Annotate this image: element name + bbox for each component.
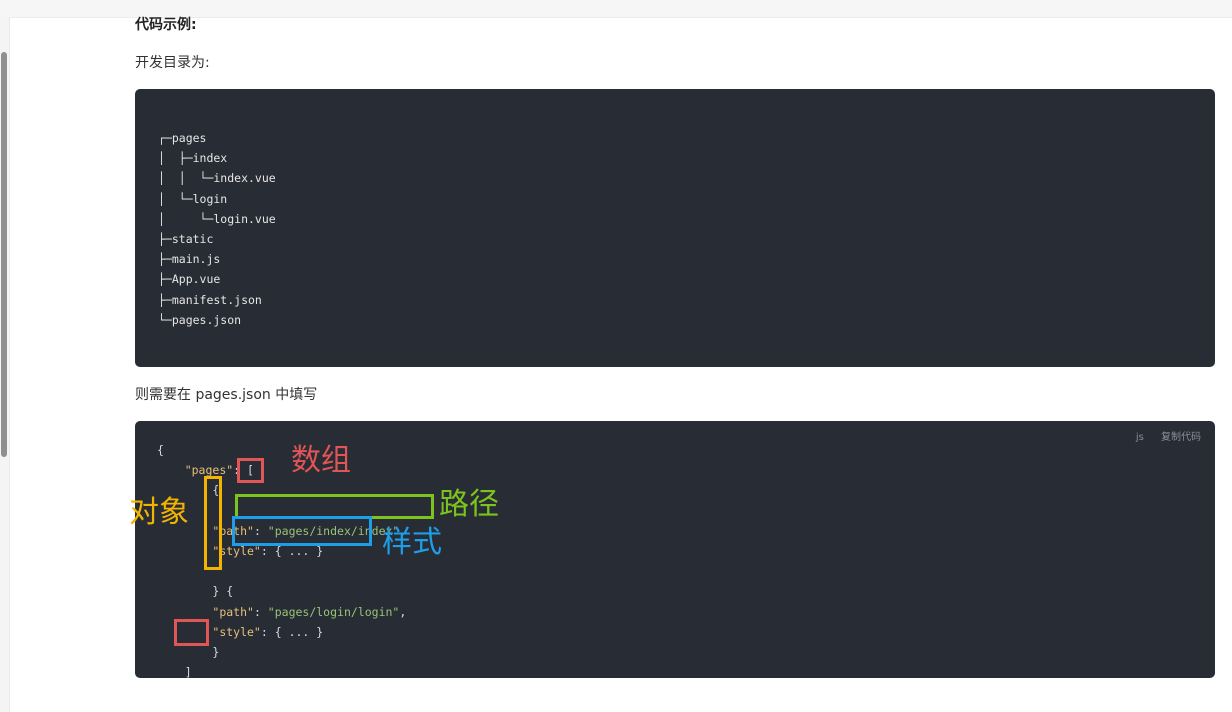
pages-json-code: { "pages": [ { "path": "pages/index/inde…	[157, 443, 407, 678]
array-annotation-label: 数组	[291, 443, 351, 478]
array-close-bracket-highlight	[174, 619, 209, 646]
pages-json-code-block: js 复制代码 { "pages": [ { "path": "pages/in…	[135, 421, 1215, 678]
object-annotation-label: 对象	[129, 495, 189, 530]
code-toolbar: js 复制代码	[1122, 431, 1201, 445]
tree-line: │ └─login.vue	[158, 211, 276, 226]
tree-line: ┌─pages	[158, 131, 207, 145]
tree-line: │ │ └─index.vue	[158, 171, 276, 186]
object-braces-highlight	[204, 476, 222, 570]
tree-line: ├─App.vue	[158, 272, 221, 287]
top-bar	[0, 0, 1232, 18]
tree-line: ├─static	[158, 232, 214, 247]
left-scrollbar-track[interactable]	[0, 17, 10, 712]
tree-line: │ ├─index	[158, 151, 228, 166]
style-annotation-label: 样式	[382, 525, 442, 560]
path-annotation-label: 路径	[439, 487, 499, 522]
tree-line: ├─manifest.json	[158, 292, 262, 307]
tree-line: │ └─login	[158, 191, 228, 206]
directory-tree-code-block: ┌─pages │ ├─index │ │ └─index.vue │ └─lo…	[135, 89, 1215, 367]
tree-line: └─pages.json	[158, 312, 242, 327]
directory-tree-text: ┌─pages │ ├─index │ │ └─index.vue │ └─lo…	[158, 128, 276, 330]
array-open-bracket-highlight	[237, 458, 264, 483]
section-heading: 代码示例:	[135, 17, 197, 33]
intro-text: 开发目录为:	[135, 55, 210, 71]
tree-line: ├─main.js	[158, 252, 221, 267]
copy-code-button[interactable]: 复制代码	[1161, 432, 1201, 443]
instruction-text: 则需要在 pages.json 中填写	[135, 387, 318, 403]
style-highlight	[232, 516, 372, 546]
language-label: js	[1135, 432, 1144, 443]
scrollbar-thumb[interactable]	[1, 52, 7, 457]
